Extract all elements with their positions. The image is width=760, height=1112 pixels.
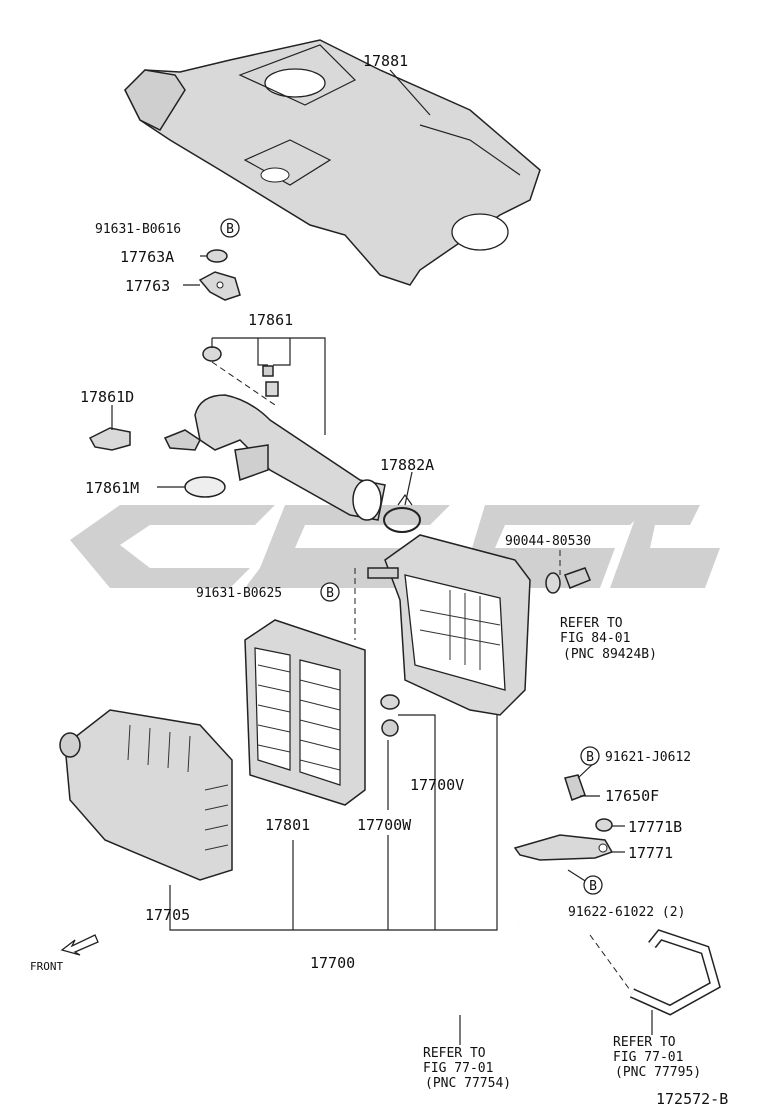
label-17771: 17771 (628, 844, 673, 862)
b-marker-2: B (320, 582, 340, 602)
gasket-17861M (184, 476, 226, 498)
front-arrow-icon (60, 934, 99, 956)
label-17700w: 17700W (357, 816, 412, 834)
label-17763: 17763 (125, 277, 170, 295)
b-marker-3: B (580, 746, 600, 766)
label-17861d: 17861D (80, 388, 134, 406)
label-91622-61022: 91622-61022 (2) (568, 905, 685, 920)
figure-number: 172572-B (656, 1090, 728, 1108)
b-marker-1: B (220, 218, 240, 238)
label-front: FRONT (30, 960, 63, 973)
label-refer1-b: FIG 84-01 (560, 631, 630, 646)
grommet-90044-80530 (545, 567, 591, 594)
label-refer3-b: FIG 77-01 (613, 1050, 683, 1065)
b-marker-4: B (583, 875, 603, 895)
label-refer1-a: REFER TO (560, 616, 623, 631)
hose-77754 (436, 923, 522, 1015)
label-17881: 17881 (363, 52, 408, 70)
filter-element-17801 (244, 619, 366, 806)
label-refer3-c: (PNC 77795) (615, 1065, 701, 1080)
air-cleaner-case-lower-17705 (59, 709, 233, 881)
label-17771b: 17771B (628, 818, 682, 836)
label-17861m: 17861M (85, 479, 139, 497)
label-refer2-b: FIG 77-01 (423, 1061, 493, 1076)
bracket-17763 (198, 249, 241, 301)
svg-text:B: B (226, 222, 234, 237)
grommet-17700W (381, 719, 399, 737)
engine-cover-17881 (124, 39, 541, 286)
label-17700v: 17700V (410, 776, 464, 794)
label-refer1-c: (PNC 89424B) (563, 647, 657, 662)
svg-text:B: B (586, 750, 594, 765)
label-refer2-c: (PNC 77754) (425, 1076, 511, 1091)
label-17763a: 17763A (120, 248, 174, 266)
label-17650f: 17650F (605, 787, 659, 805)
clamp-17882A (383, 493, 421, 533)
label-17705: 17705 (145, 906, 190, 924)
bracket-17771 (513, 774, 614, 861)
hose-77795 (629, 929, 721, 1016)
clip-17861D (88, 427, 131, 451)
label-91631-b0616: 91631-B0616 (95, 222, 181, 237)
air-cleaner-case-upper (367, 534, 531, 716)
label-refer3-a: REFER TO (613, 1035, 676, 1050)
grommet-17700V (380, 694, 400, 710)
label-91621-j0612: 91621-J0612 (605, 750, 691, 765)
svg-text:B: B (589, 879, 597, 894)
label-17801: 17801 (265, 816, 310, 834)
label-17700: 17700 (310, 954, 355, 972)
label-90044-80530: 90044-80530 (505, 534, 591, 549)
svg-text:B: B (326, 586, 334, 601)
label-91631-b0625: 91631-B0625 (196, 586, 282, 601)
label-17882a: 17882A (380, 456, 434, 474)
label-17861: 17861 (248, 311, 293, 329)
intake-hose-17861 (163, 346, 386, 521)
label-refer2-a: REFER TO (423, 1046, 486, 1061)
